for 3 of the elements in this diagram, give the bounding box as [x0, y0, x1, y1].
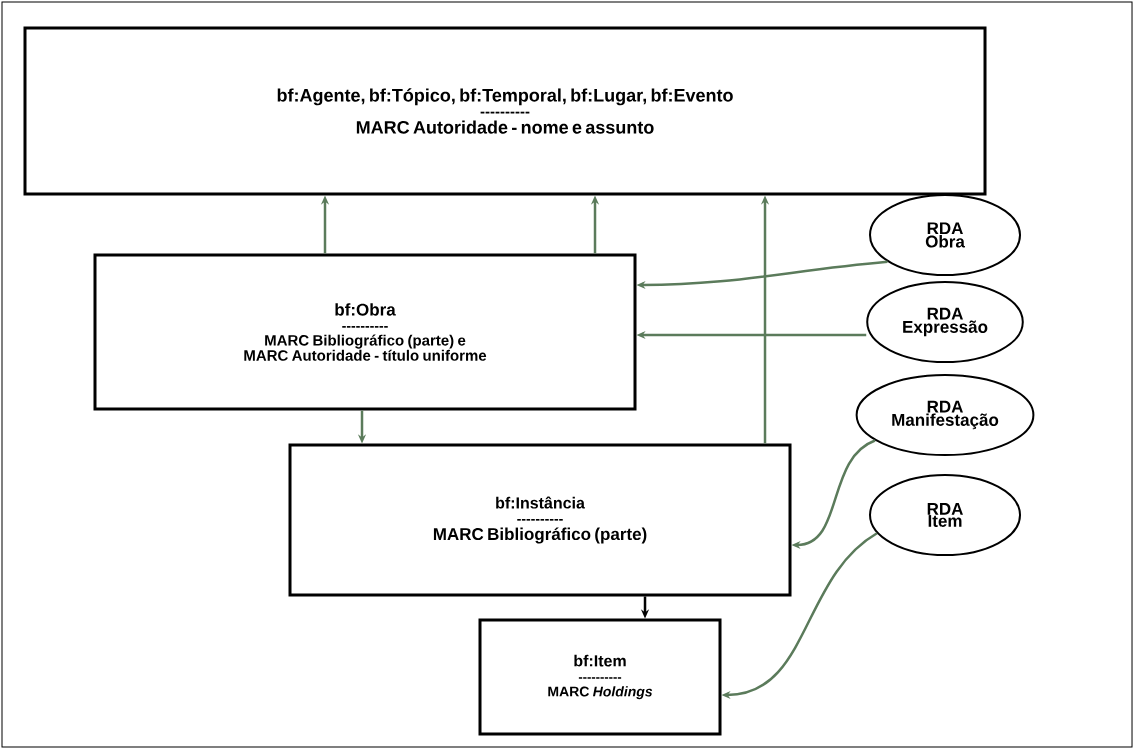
process-box: bf:Item ---------- MARC Holdings	[478, 618, 722, 736]
process-box: bf:Obra ---------- MARC Bibliográfico (parte) e MARC Autoridade - título uniforme	[93, 253, 637, 411]
process-box: bf:Instância ---------- MARC Bibliográfico (parte)	[288, 443, 792, 597]
